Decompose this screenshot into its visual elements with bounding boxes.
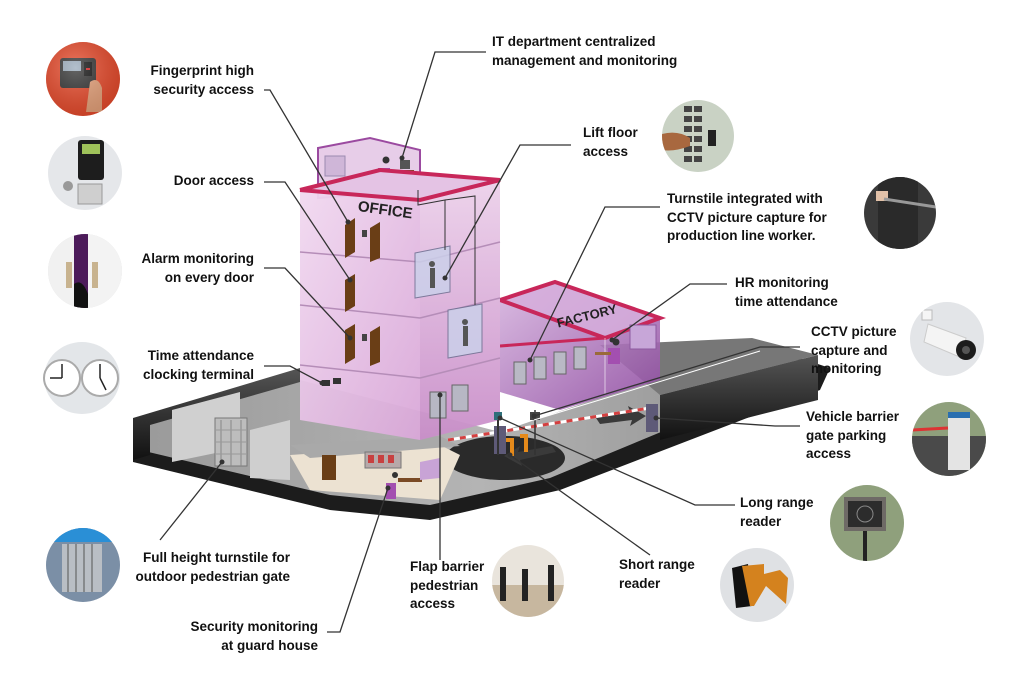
leader-guard-house bbox=[327, 487, 389, 633]
perimeter-wall-inner2 bbox=[250, 420, 290, 480]
leader-alarm bbox=[264, 267, 351, 339]
label-alarm-monitoring: Alarm monitoring on every door bbox=[141, 251, 254, 285]
label-lift-floor-access: Lift floor access bbox=[583, 125, 638, 159]
label-it-department: IT department centralized management and… bbox=[492, 34, 678, 68]
leader-turnstile-cctv bbox=[529, 206, 660, 361]
label-door-access: Door access bbox=[173, 173, 254, 188]
label-short-range-reader: Short range reader bbox=[619, 557, 695, 591]
leader-lift bbox=[444, 144, 571, 279]
label-long-range-reader: Long range reader bbox=[740, 495, 814, 529]
leader-time-attendance bbox=[264, 365, 323, 384]
leader-short-range bbox=[509, 454, 651, 556]
label-hr-monitoring: HR monitoring time attendance bbox=[735, 275, 838, 309]
wall-clocks-photo bbox=[38, 340, 126, 416]
label-time-attendance: Time attendance clocking terminal bbox=[142, 348, 254, 382]
office-building bbox=[299, 136, 501, 440]
vehicle-barrier-photo bbox=[912, 402, 986, 476]
label-guard-house: Security monitoring at guard house bbox=[190, 619, 318, 653]
leader-door-access bbox=[264, 181, 351, 281]
full-height-turnstile bbox=[214, 417, 248, 467]
leader-full-height bbox=[159, 461, 223, 541]
leader-vehicle-barrier bbox=[655, 417, 800, 427]
label-vehicle-barrier: Vehicle barrier gate parking access bbox=[806, 409, 900, 461]
leader-long-range bbox=[499, 417, 735, 506]
door-handles-photo bbox=[48, 234, 122, 308]
leader-cctv bbox=[533, 346, 800, 417]
leader-hr bbox=[611, 283, 727, 341]
turnstile-worker-photo bbox=[864, 177, 936, 249]
label-flap-barrier: Flap barrier pedestrian access bbox=[410, 559, 485, 611]
leader-cctv-2 bbox=[533, 350, 761, 421]
label-cctv: CCTV picture capture and monitoring bbox=[811, 324, 897, 376]
factory-building bbox=[499, 279, 667, 410]
leader-fingerprint bbox=[264, 89, 349, 223]
label-fingerprint: Fingerprint high security access bbox=[150, 63, 255, 97]
label-turnstile-cctv: Turnstile integrated with CCTV picture c… bbox=[667, 191, 827, 243]
lift-keypad-photo bbox=[662, 100, 734, 172]
fingerprint-reader-photo bbox=[46, 42, 120, 116]
short-range-reader-photo bbox=[720, 548, 794, 622]
leader-arrowheads bbox=[219, 155, 659, 491]
road-arrow bbox=[504, 446, 556, 466]
long-range-reader-photo bbox=[830, 485, 904, 561]
cctv-camera-photo bbox=[910, 302, 984, 376]
vehicle-entry bbox=[447, 404, 658, 456]
guard-house bbox=[290, 436, 460, 500]
keypad-door-reader-photo bbox=[48, 136, 122, 210]
leader-lines bbox=[159, 51, 800, 633]
perimeter-wall-left bbox=[133, 368, 300, 460]
perimeter-wall-right bbox=[660, 355, 818, 440]
leader-it-dept bbox=[401, 51, 486, 159]
label-full-height-turnstile: Full height turnstile for outdoor pedest… bbox=[135, 550, 290, 584]
full-height-turnstile-photo bbox=[46, 528, 120, 602]
flap-barrier-photo bbox=[492, 545, 564, 617]
